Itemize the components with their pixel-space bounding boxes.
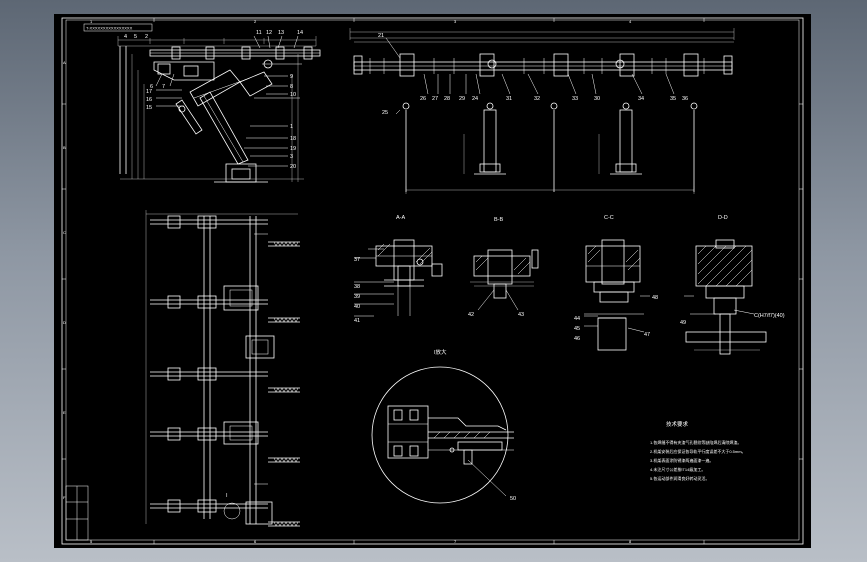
part-label: 36 [682, 96, 688, 102]
part-label: 13 [278, 30, 284, 36]
side-view-angled [117, 36, 321, 183]
part-label: 40 [354, 304, 360, 310]
part-label: 18 [290, 136, 296, 142]
section-dd-view [684, 239, 767, 355]
cad-drawing-sheet[interactable]: T-XXXXXXXXXXXXXXXX 1 2 3 4 5 6 7 8 A B C… [54, 14, 811, 548]
part-label: 6 [150, 84, 153, 90]
detail-callout-circle [223, 502, 241, 520]
part-label: 46 [574, 336, 580, 342]
part-label: 3 [290, 154, 293, 160]
section-aa-view [354, 239, 443, 317]
part-label: 14 [297, 30, 303, 36]
part-label: 28 [444, 96, 450, 102]
part-label: 25 [382, 110, 388, 116]
part-label: 12 [266, 30, 272, 36]
part-label: 7 [162, 84, 165, 90]
part-label: 33 [572, 96, 578, 102]
zone-tick-label: B [63, 145, 66, 150]
part-label: 42 [468, 312, 474, 318]
part-label: 43 [518, 312, 524, 318]
zone-tick-label: 1 [90, 19, 93, 24]
zone-tick-label: 5 [90, 539, 93, 544]
part-label: 21 [378, 33, 384, 39]
side-view-leaders [155, 35, 299, 167]
fit-callout: C(H7/f7)(40) [754, 313, 785, 319]
part-label: 39 [354, 294, 360, 300]
part-label: 20 [290, 164, 296, 170]
section-label-bb: B-B [494, 217, 504, 223]
drawing-canvas: T-XXXXXXXXXXXXXXXX 1 2 3 4 5 6 7 8 A B C… [61, 17, 804, 545]
zone-tick-label: 4 [629, 19, 632, 24]
part-label: 30 [594, 96, 600, 102]
part-label: 31 [506, 96, 512, 102]
part-label: 27 [432, 96, 438, 102]
part-label: 38 [354, 284, 360, 290]
part-label: 11 [256, 30, 262, 36]
front-elevation-leaders [385, 37, 675, 115]
part-label: 49 [680, 320, 686, 326]
note-line: 3.机架表面涂防锈漆两遍面漆一遍。 [650, 457, 713, 463]
part-label: 5 [134, 34, 137, 40]
part-label: 50 [510, 496, 516, 502]
note-line: 5.各运动部件润滑良好转动灵活。 [650, 475, 709, 481]
part-label: 4 [124, 34, 127, 40]
zone-tick-label: 7 [454, 539, 457, 544]
section-label-dd: D-D [718, 215, 728, 221]
part-label: 44 [574, 316, 580, 322]
section-cc-view [584, 239, 650, 351]
border-ticks [62, 18, 803, 544]
note-line: 2.机架安装后应保证各导轨平行度误差不大于0.5mm。 [650, 448, 746, 454]
part-label: 9 [290, 74, 293, 80]
part-label: 45 [574, 326, 580, 332]
section-bb-view [470, 249, 539, 311]
inner-border [65, 19, 800, 541]
header-tag: T-XXXXXXXXXXXXXXXX [86, 26, 133, 31]
part-label: 16 [146, 97, 152, 103]
detail-i-view [371, 366, 514, 504]
zone-tick-label: F [63, 495, 66, 500]
part-label: 8 [290, 84, 293, 90]
part-label: 1 [290, 124, 293, 130]
outer-border [61, 17, 804, 545]
part-label: 34 [638, 96, 644, 102]
part-label: 17 [146, 89, 152, 95]
part-label: 2 [145, 34, 148, 40]
front-elevation-view [349, 28, 735, 194]
part-label: 35 [670, 96, 676, 102]
note-line: 4.未注尺寸公差按IT14级加工。 [650, 466, 705, 472]
part-label: 24 [472, 96, 478, 102]
part-label: 26 [420, 96, 426, 102]
zone-tick-label: 2 [254, 19, 257, 24]
zone-tick-label: 6 [254, 539, 257, 544]
technical-notes: 技术要求 1.各焊缝不得有夹渣气孔裂纹等缺陷焊后清除焊渣。 2.机架安装后应保证… [650, 420, 746, 481]
zone-tick-label: D [63, 320, 66, 325]
part-label: 47 [644, 332, 650, 338]
zone-tick-label: C [63, 230, 66, 235]
part-label: 19 [290, 146, 296, 152]
part-label: 48 [652, 295, 658, 301]
part-label: 37 [354, 257, 360, 263]
part-label: 32 [534, 96, 540, 102]
plan-view [145, 210, 300, 527]
section-label-aa: A-A [396, 215, 406, 221]
part-label: 41 [354, 318, 360, 324]
zone-tick-label: A [63, 60, 66, 65]
zone-tick-label: 8 [629, 539, 632, 544]
zone-tick-label: 3 [454, 19, 457, 24]
note-line: 1.各焊缝不得有夹渣气孔裂纹等缺陷焊后清除焊渣。 [650, 439, 741, 445]
title-block-fragment [65, 485, 89, 541]
header-tag-box [83, 23, 153, 32]
zone-tick-label: E [63, 410, 66, 415]
part-label: 10 [290, 92, 296, 98]
part-label: 15 [146, 105, 152, 111]
section-label-cc: C-C [604, 215, 614, 221]
detail-i-title: I放大 [434, 348, 447, 356]
notes-title: 技术要求 [666, 420, 689, 428]
detail-callout-label: I [226, 493, 228, 499]
part-label: 29 [459, 96, 465, 102]
